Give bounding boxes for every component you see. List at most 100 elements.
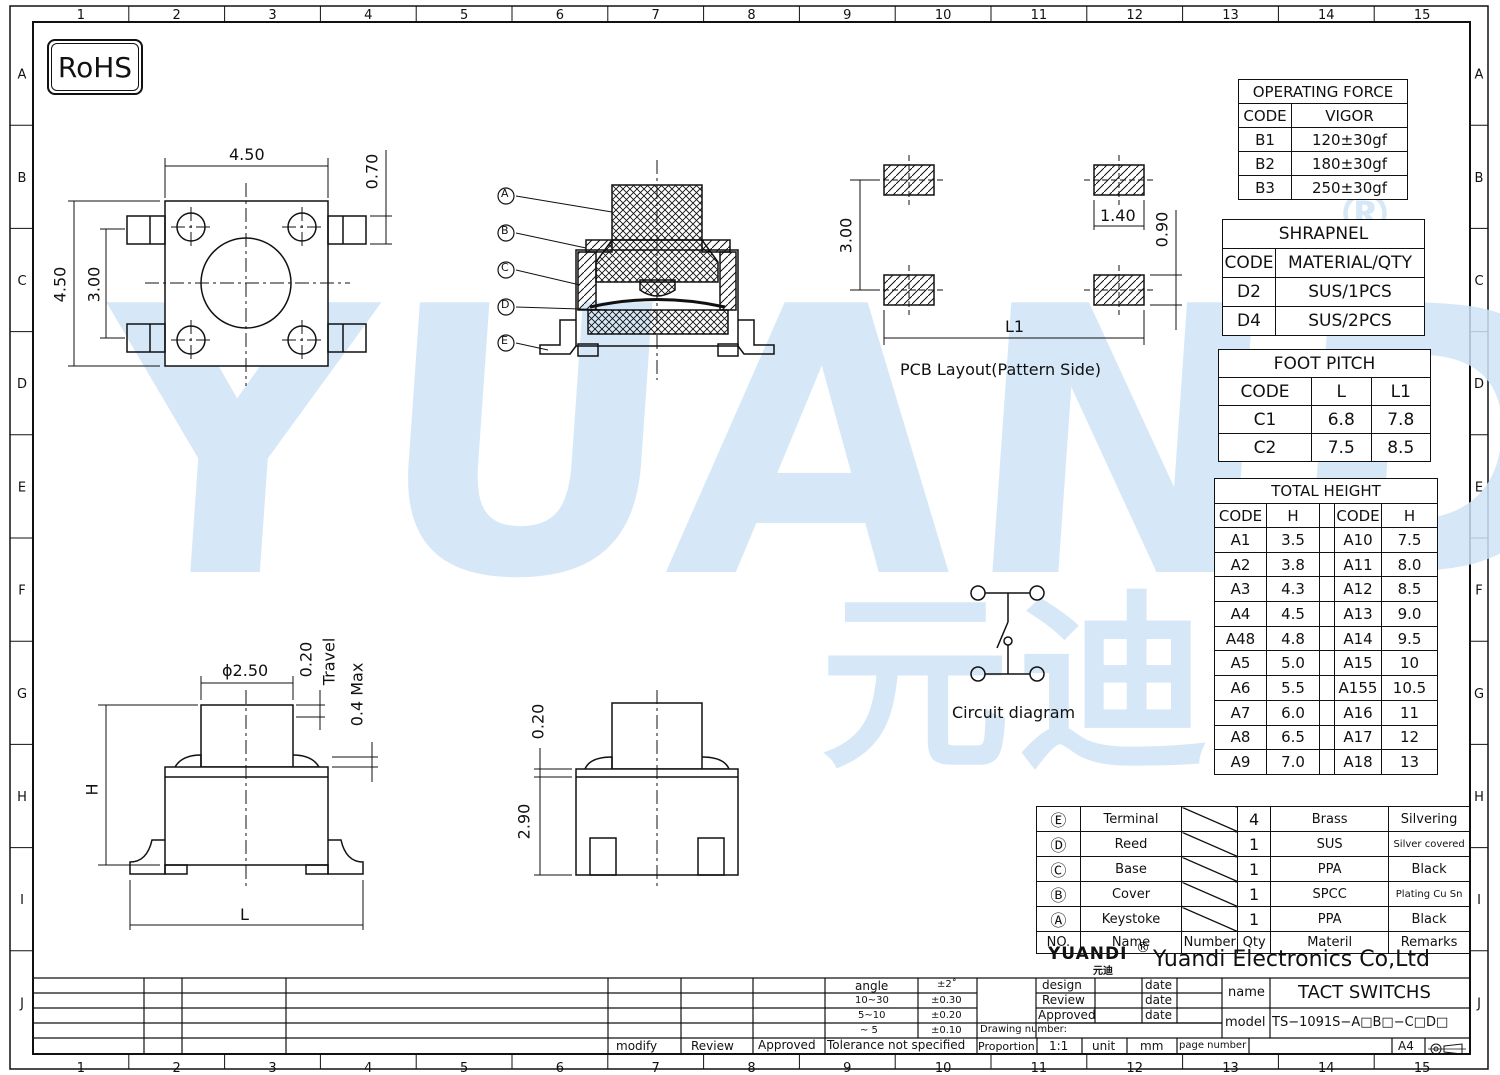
dim-top-inner: 3.00 (84, 266, 104, 303)
tb-tol-range: ~ 5 (860, 1025, 878, 1036)
th-h: 7.0 (1266, 749, 1320, 775)
tb-angle: angle (855, 979, 889, 993)
tb-model-value: TS−1091S−A□B□−C□D□ (1272, 1015, 1449, 1030)
row-label-right: E (1475, 480, 1483, 495)
th-h: 4.5 (1266, 601, 1320, 627)
of-vigor: 180±30gf (1291, 151, 1408, 176)
bom-number-slash (1181, 831, 1239, 857)
dim-pcb-pad-width: 1.40 (1100, 206, 1136, 225)
tb-tol-range: 10~30 (855, 995, 889, 1006)
col-label-top: 13 (1222, 8, 1239, 23)
th-code2: A17 (1334, 724, 1382, 751)
col-label-bottom: 11 (1031, 1061, 1048, 1075)
logo-text: YUANDI (1048, 944, 1128, 964)
th-h: 6.5 (1266, 724, 1320, 751)
tb-tol-value: ±0.10 (931, 1025, 962, 1036)
sh-head-code: CODE (1222, 248, 1276, 278)
circuit-diagram (970, 585, 1045, 682)
dim-side-h: H (82, 783, 102, 796)
of-code: B2 (1238, 151, 1292, 176)
col-label-bottom: 10 (935, 1061, 952, 1075)
fp-l1: 8.5 (1370, 433, 1431, 462)
th-h: 4.8 (1266, 625, 1320, 652)
of-head-vigor: VIGOR (1291, 103, 1408, 128)
col-label-bottom: 14 (1318, 1061, 1335, 1075)
col-label-bottom: 7 (652, 1061, 660, 1075)
col-label-top: 6 (556, 8, 564, 23)
th-code2: A10 (1334, 527, 1382, 553)
grid-marks: 1122334455667788991010111112121313141415… (10, 6, 1488, 1075)
bom-no: Ⓐ (1036, 906, 1081, 932)
tb-name-label: name (1228, 985, 1265, 1000)
callout-e: E (501, 334, 508, 347)
tb-name-value: TACT SWITCHS (1298, 982, 1431, 1003)
fp-l: 6.8 (1311, 405, 1372, 434)
tb-angle-tol: ±2˚ (937, 979, 957, 990)
tb-approved-2: Approved (758, 1038, 816, 1052)
tb-unit: unit (1092, 1039, 1116, 1053)
bom-qty: 1 (1237, 906, 1272, 932)
th-code: A6 (1214, 675, 1267, 701)
row-label-left: J (19, 996, 24, 1011)
tb-design: design (1042, 978, 1082, 992)
cross-section (497, 160, 775, 380)
tb-proportion: Proportion (978, 1040, 1035, 1053)
bom-material: SUS (1270, 831, 1390, 857)
row-label-right: G (1474, 687, 1484, 702)
bom-name: Keystoke (1079, 906, 1183, 932)
bom-head-number: Number (1181, 931, 1239, 954)
col-label-bottom: 1 (77, 1061, 85, 1075)
th-code2: A18 (1334, 749, 1382, 775)
th-code2: A16 (1334, 699, 1382, 726)
th-gap (1319, 699, 1335, 726)
dim-side-travel: Travel (319, 637, 339, 686)
th-h2: 8.0 (1381, 551, 1438, 578)
logo-cjk: 元迪 (1093, 966, 1113, 977)
row-label-right: A (1475, 68, 1484, 83)
col-label-bottom: 9 (843, 1061, 851, 1075)
tb-date-2: date (1145, 993, 1173, 1007)
fp-head-code: CODE (1218, 377, 1312, 406)
top-view (68, 150, 392, 386)
row-label-right: I (1477, 893, 1481, 908)
th-code2: A11 (1334, 551, 1382, 578)
row-label-left: H (17, 790, 27, 805)
foot-pitch-title: FOOT PITCH (1218, 349, 1431, 378)
callout-d: D (501, 298, 510, 311)
company-logo: YUANDI 元迪 ® (1048, 940, 1150, 977)
th-h: 5.0 (1266, 650, 1320, 677)
tb-paper: A4 (1398, 1039, 1414, 1053)
bom-remarks: Black (1388, 856, 1470, 882)
sh-head-material: MATERIAL/QTY (1275, 248, 1425, 278)
th-code: A3 (1214, 576, 1267, 603)
col-label-bottom: 3 (268, 1061, 276, 1075)
tb-date-3: date (1145, 1008, 1173, 1022)
bom-remarks: Black (1388, 906, 1470, 932)
rohs-inner: RoHS (51, 43, 139, 91)
th-h2: 11 (1381, 699, 1438, 726)
bom-no: Ⓓ (1036, 831, 1081, 857)
th-code2: A12 (1334, 576, 1382, 603)
th-h2: 10.5 (1381, 675, 1438, 701)
col-label-bottom: 5 (460, 1061, 468, 1075)
th-gap (1319, 675, 1335, 701)
tb-tolerance: Tolerance not specified (827, 1038, 966, 1052)
bom-material: Brass (1270, 806, 1390, 832)
th-code: A1 (1214, 527, 1267, 553)
dim-top-height: 4.50 (50, 266, 70, 303)
bom-name: Cover (1079, 881, 1183, 907)
th-h2: 8.5 (1381, 576, 1438, 603)
dim-side-travel-value: 0.20 (296, 641, 316, 678)
fp-head-l1: L1 (1370, 377, 1431, 406)
bom-name: Base (1079, 856, 1183, 882)
col-label-top: 9 (843, 8, 851, 23)
row-label-right: F (1475, 584, 1482, 599)
